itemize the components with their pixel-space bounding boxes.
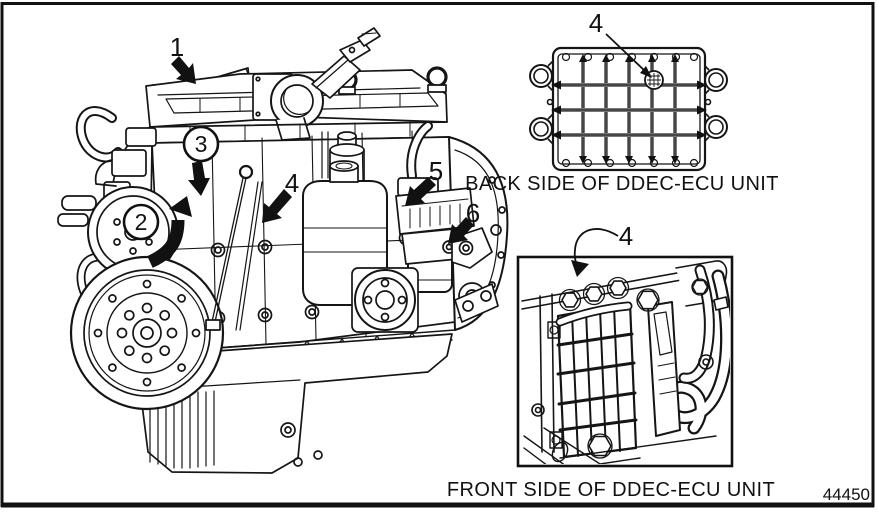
callout-2-circle xyxy=(122,203,160,241)
ecu-back-pointer-head xyxy=(640,66,652,78)
callout-6-arrow xyxy=(448,217,474,244)
callout-1-arrow xyxy=(171,56,196,84)
engine-callouts: 1 3 2 4 5 6 xyxy=(122,32,480,268)
callout-3-arrow xyxy=(188,161,210,196)
ecu-front-illustration xyxy=(521,260,730,464)
ecu-front-pointer-head xyxy=(571,260,589,277)
ecu-back-caption: BACK SIDE OF DDEC-ECU UNIT xyxy=(465,173,779,195)
callout-2-arrow-head xyxy=(169,196,192,217)
engine-illustration xyxy=(57,27,509,474)
ecu-front-caption: FRONT SIDE OF DDEC-ECU UNIT xyxy=(447,479,775,501)
callout-4-engine-arrow xyxy=(262,189,292,223)
callout-1-label: 1 xyxy=(170,32,184,62)
callout-5-arrow xyxy=(405,177,436,206)
callout-5-label: 5 xyxy=(429,156,443,186)
ecu-back-callout-label: 4 xyxy=(589,8,603,38)
callout-3-label: 3 xyxy=(195,131,208,157)
figure-number: 44450 xyxy=(823,485,870,504)
ecu-back-illustration xyxy=(529,33,728,172)
callout-3-circle xyxy=(182,125,220,163)
callout-2-arrow-shaft xyxy=(147,219,185,268)
callout-2-label: 2 xyxy=(135,209,148,235)
ecu-front-callout-label: 4 xyxy=(619,221,633,251)
callout-4-engine-label: 4 xyxy=(285,168,299,198)
ecu-back-pointer-line xyxy=(605,33,647,73)
